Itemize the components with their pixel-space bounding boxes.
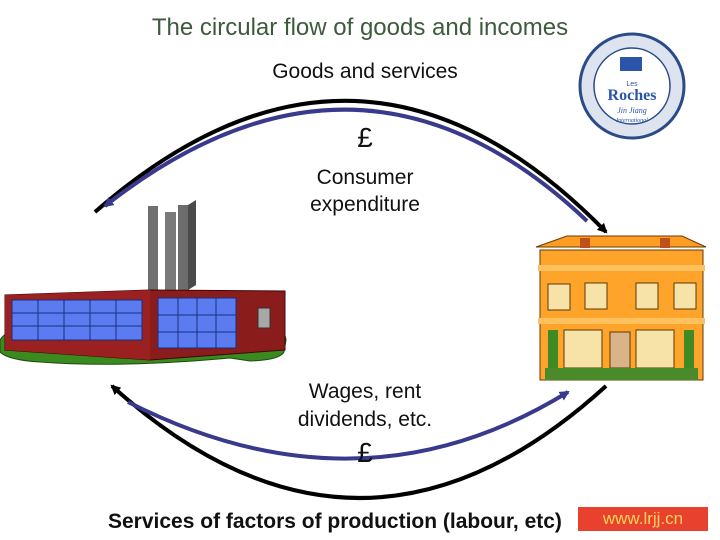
consumer-line1: Consumer bbox=[316, 166, 414, 189]
wages-label: Wages, rent dividends, etc. bbox=[255, 378, 475, 434]
wages-flow-arrow bbox=[127, 390, 570, 461]
logo-line3: Jin Jiang bbox=[617, 106, 647, 115]
services-flow-arrow bbox=[110, 384, 608, 500]
wages-line2: dividends, etc. bbox=[297, 408, 433, 431]
goods-flow-arrow bbox=[93, 98, 608, 234]
pound-symbol-top: £ bbox=[357, 122, 373, 153]
logo-line2: Roches bbox=[608, 87, 657, 104]
school-logo: Les Roches Jin Jiang International bbox=[578, 32, 686, 140]
expenditure-flow-arrow bbox=[103, 107, 589, 223]
services-label: Services of factors of production (labou… bbox=[108, 510, 562, 533]
goods-and-services-label: Goods and services bbox=[272, 60, 458, 83]
pound-symbol-bottom: £ bbox=[357, 437, 373, 468]
diagram-title: The circular flow of goods and incomes bbox=[151, 14, 569, 41]
consumer-line2: expenditure bbox=[310, 193, 420, 216]
website-watermark: www.lrjj.cn bbox=[578, 507, 708, 531]
consumer-expenditure-label: Consumer expenditure bbox=[270, 164, 460, 218]
wages-line1: Wages, rent bbox=[308, 380, 422, 403]
logo-line1: Les bbox=[626, 81, 638, 88]
house-illustration bbox=[535, 235, 707, 381]
logo-line4: International bbox=[615, 118, 648, 124]
factory-illustration bbox=[0, 200, 287, 365]
